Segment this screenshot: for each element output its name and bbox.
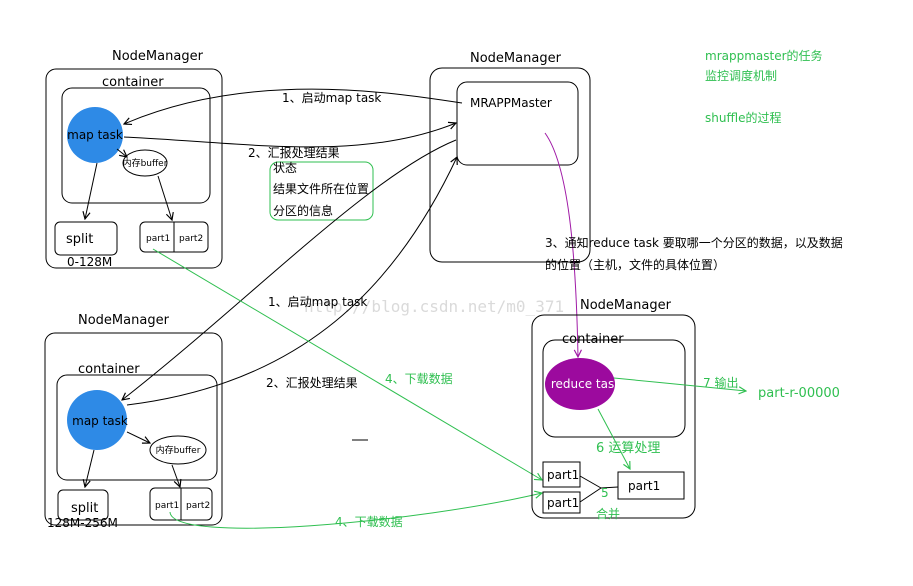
arrow-task-to-split xyxy=(85,162,98,219)
note-master-tasks: mrappmaster的任务 xyxy=(705,48,823,63)
map-task-label: map task xyxy=(67,128,123,142)
merged-part-box xyxy=(617,471,685,500)
map-node-1: NodeManager container map task 内存buffer … xyxy=(45,49,223,269)
map-task-label: map task xyxy=(72,414,128,428)
reduce-task-ellipse xyxy=(545,358,615,410)
map-task-circle xyxy=(67,107,123,163)
split-label: split xyxy=(71,501,98,516)
notes: mrappmaster的任务 监控调度机制 shuffle的过程 xyxy=(705,48,823,125)
container-label: container xyxy=(78,362,140,377)
arrow-report-top xyxy=(123,123,456,148)
step-output: 7 输出 xyxy=(703,375,738,390)
step-report-top: 2、汇报处理结果 xyxy=(248,145,340,160)
arrow-start-map-top xyxy=(124,88,463,124)
step-compute: 6 运算处理 xyxy=(596,441,660,456)
split-range-label: 128M-256M xyxy=(47,516,118,530)
step-report-bottom: 2、汇报处理结果 xyxy=(266,375,358,390)
arrow-task-to-buffer xyxy=(126,431,150,443)
master-node: NodeManager MRAPPMaster xyxy=(429,51,591,263)
map-node-2: NodeManager container map task 内存buffer … xyxy=(44,313,223,530)
report-detail-file-location: 结果文件所在位置 xyxy=(273,181,369,196)
step-merge-number: 5 xyxy=(601,486,609,500)
fetched-part-b-box xyxy=(542,491,581,514)
node-title: NodeManager xyxy=(78,313,170,328)
map-task-circle xyxy=(67,390,127,450)
memory-buffer-ellipse xyxy=(149,435,207,465)
split-label: split xyxy=(66,232,93,247)
memory-buffer-label: 内存buffer xyxy=(156,444,201,456)
container-label: container xyxy=(102,75,164,90)
container-frame xyxy=(61,87,211,204)
fetched-part-b-label: part1 xyxy=(547,496,579,510)
note-shuffle: shuffle的过程 xyxy=(705,110,781,125)
arrow-compute xyxy=(597,408,630,469)
watermark: http://blog.csdn.net/m0_371 xyxy=(304,297,564,316)
reduce-node: NodeManager container reduce task part1 … xyxy=(531,298,696,519)
output-file-label: part-r-00000 xyxy=(758,386,840,401)
step-download-top: 4、下载数据 xyxy=(385,371,453,386)
step-start-map-bottom: 1、启动map task xyxy=(268,295,367,309)
step-download-bottom: 4、下载数据 xyxy=(335,514,403,529)
arrow-download-bottom xyxy=(169,493,542,529)
memory-buffer-label: 内存buffer xyxy=(123,157,168,169)
partition-part2-label: part2 xyxy=(179,234,203,244)
split-range-label: 0-128M xyxy=(67,255,112,269)
merge-line-b xyxy=(579,487,602,503)
arrow-output xyxy=(613,377,746,391)
node-frame xyxy=(45,68,223,269)
step-notify-line-1: 3、通知reduce task 要取哪一个分区的数据，以及数据 xyxy=(545,235,843,250)
memory-buffer-ellipse xyxy=(122,149,168,177)
node-frame xyxy=(44,332,223,526)
reduce-task-label: reduce task xyxy=(551,377,621,391)
app-master-label: MRAPPMaster xyxy=(470,96,552,110)
arrow-buffer-to-partitions xyxy=(171,464,180,487)
node-title: NodeManager xyxy=(580,298,672,313)
node-title: NodeManager xyxy=(470,51,562,66)
node-title: NodeManager xyxy=(112,49,204,64)
arrow-download-top xyxy=(152,248,542,480)
arrow-start-map-bottom xyxy=(122,139,457,400)
report-detail-status: 状态 xyxy=(273,161,297,175)
app-master-frame xyxy=(456,81,579,166)
merged-part-label: part1 xyxy=(628,479,660,493)
node-frame xyxy=(531,314,696,519)
report-detail-partition-info: 分区的信息 xyxy=(273,203,333,218)
arrow-task-to-split xyxy=(85,449,95,487)
split-box xyxy=(57,489,109,521)
step-start-map-top: 1、启动map task xyxy=(282,91,381,105)
fetched-part-a-label: part1 xyxy=(547,468,579,482)
node-frame xyxy=(429,67,591,263)
partition-part1-label: part1 xyxy=(155,501,179,511)
fetched-part-a-box xyxy=(542,461,581,488)
step-merge-label: 合并 xyxy=(596,506,620,521)
arrow-buffer-to-partitions xyxy=(157,175,172,220)
arrow-task-to-buffer xyxy=(116,148,127,157)
split-box xyxy=(54,221,118,256)
note-monitoring: 监控调度机制 xyxy=(705,68,777,83)
container-frame xyxy=(542,339,686,438)
arrow-notify-reduce xyxy=(544,132,578,357)
step-notify-line-2: 的位置（主机，文件的具体位置） xyxy=(545,257,725,272)
container-frame xyxy=(56,374,218,481)
partition-part1-label: part1 xyxy=(146,234,170,244)
merge-line-out xyxy=(600,486,619,489)
merge-line-a xyxy=(579,475,602,489)
arrow-report-bottom xyxy=(126,157,457,406)
partition-part2-label: part2 xyxy=(186,501,210,511)
